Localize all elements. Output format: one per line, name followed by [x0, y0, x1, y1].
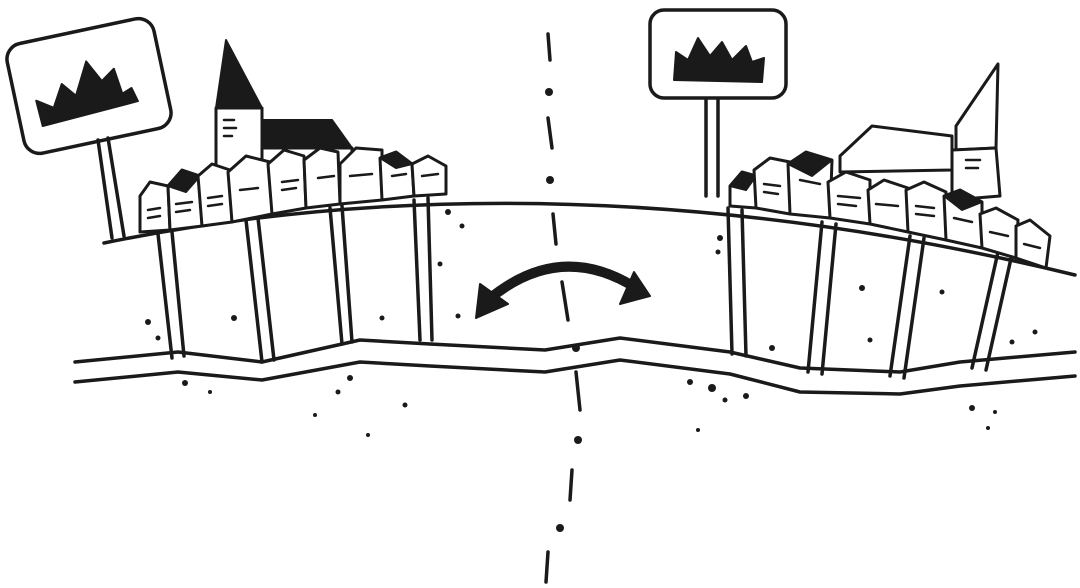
crown-icon [674, 38, 764, 82]
border-line [545, 34, 582, 582]
soil-speckles [145, 209, 1038, 437]
left-houses [140, 148, 446, 232]
crown-icon [31, 54, 139, 127]
left-town [4, 16, 446, 238]
